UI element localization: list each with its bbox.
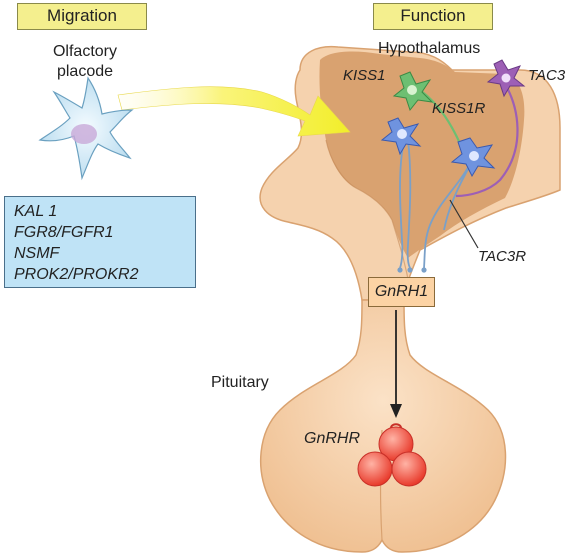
gene-item: PROK2/PROKR2 xyxy=(14,266,139,283)
gene-item: NSMF xyxy=(14,245,60,262)
blue-neuron-left-icon xyxy=(380,117,422,156)
kiss1-neuron-icon xyxy=(392,71,434,112)
pituitary-label: Pituitary xyxy=(211,374,269,391)
function-header: Function xyxy=(373,3,493,30)
migration-arrow-icon xyxy=(117,86,351,137)
hypothalamus-label: Hypothalamus xyxy=(378,40,481,57)
neuron-axons xyxy=(399,83,519,269)
tac3-neuron-icon xyxy=(486,59,526,98)
gene-item: FGR8/FGFR1 xyxy=(14,224,114,241)
kiss1r-label: KISS1R xyxy=(432,100,486,117)
olfactory-placode-label: Olfactory placode xyxy=(20,42,150,82)
olfactory-label-line1: Olfactory xyxy=(52,43,117,60)
gnrhr-receptor-cells-icon xyxy=(357,423,427,487)
tac3-label: TAC3 xyxy=(528,67,566,84)
gnrh1-label: GnRH1 xyxy=(368,277,435,307)
gnrhr-label: GnRHR xyxy=(304,430,361,447)
kiss1r-neuron-icon xyxy=(450,137,496,178)
tac3r-label: TAC3R xyxy=(478,248,527,265)
pituitary-gland xyxy=(260,299,507,553)
migration-header: Migration xyxy=(17,3,147,30)
kiss1-label: KISS1 xyxy=(343,67,386,84)
gene-item: KAL 1 xyxy=(14,203,58,220)
migration-gene-list: KAL 1 FGR8/FGFR1 NSMF PROK2/PROKR2 xyxy=(4,196,196,288)
axon-terminals xyxy=(397,267,427,273)
gnrh-signal-arrow-icon xyxy=(390,310,402,418)
olfactory-label-line2: placode xyxy=(56,63,114,80)
olfactory-placode-cell-icon xyxy=(38,76,134,181)
